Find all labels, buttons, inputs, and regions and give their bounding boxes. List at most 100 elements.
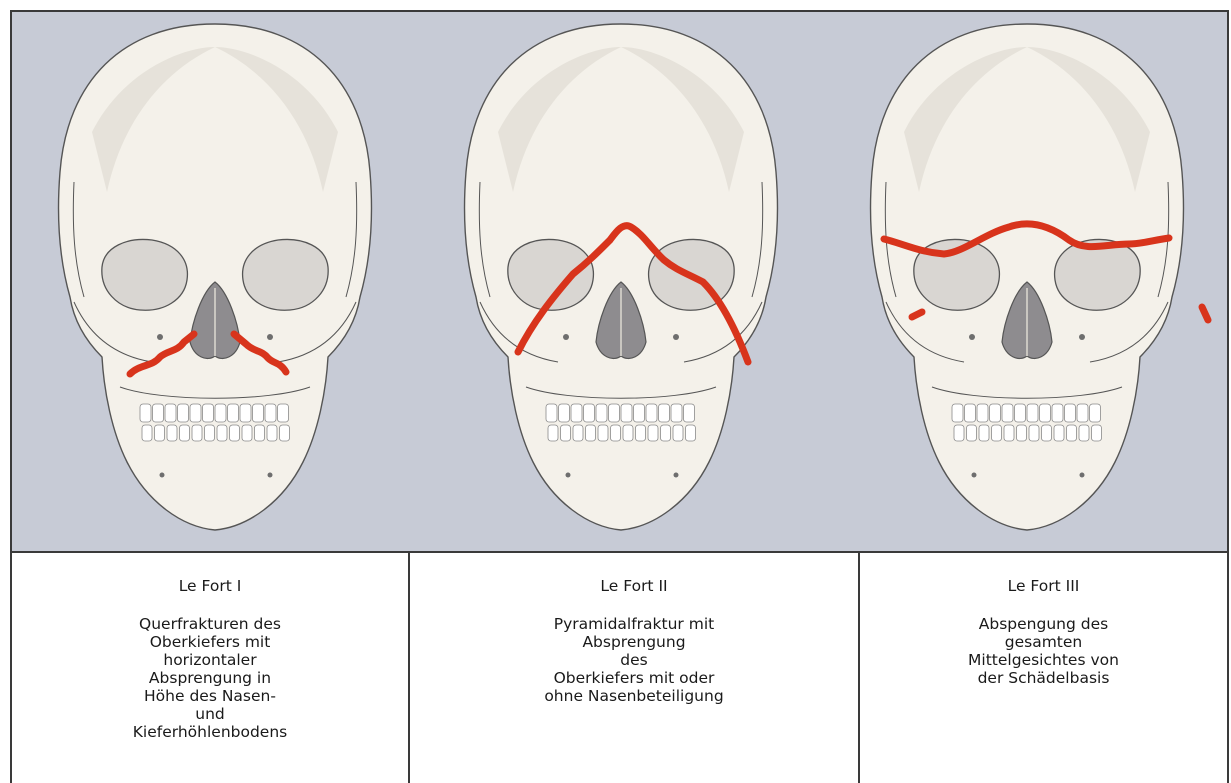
fracture-line-le-fort-3 [1202,307,1208,320]
orbit-right [243,239,329,310]
lower-tooth [561,425,571,441]
caption-line: ohne Nasenbeteiligung [410,687,858,705]
skull-le-fort-1 [12,12,418,553]
lower-tooth [1092,425,1102,441]
lower-tooth [192,425,202,441]
upper-tooth [140,404,151,422]
caption-line: gesamten [860,633,1227,651]
caption-row: Le Fort I Querfrakturen des Oberkiefers … [10,553,1229,783]
caption-line: Oberkiefers mit [12,633,408,651]
caption-line: Höhe des Nasen- [12,687,408,705]
lower-tooth [661,425,671,441]
caption-line: Mittelgesichtes von [860,651,1227,669]
upper-tooth [684,404,695,422]
skull-le-fort-3 [824,12,1229,553]
lower-tooth [636,425,646,441]
upper-tooth [178,404,189,422]
lower-tooth [586,425,596,441]
lower-tooth [548,425,558,441]
upper-tooth [1090,404,1101,422]
upper-tooth [1015,404,1026,422]
infraorbital-foramen [267,334,273,340]
caption-line: des [410,651,858,669]
infraorbital-foramen [673,334,679,340]
mental-foramen [674,473,679,478]
lower-tooth [180,425,190,441]
upper-tooth [634,404,645,422]
lower-tooth [1017,425,1027,441]
lower-tooth [255,425,265,441]
caption-line: Querfrakturen des [12,615,408,633]
lower-tooth [979,425,989,441]
caption-title: Le Fort II [410,577,858,595]
mental-foramen [268,473,273,478]
mental-foramen [1080,473,1085,478]
lower-tooth [1079,425,1089,441]
upper-tooth [559,404,570,422]
lower-tooth [167,425,177,441]
caption-le-fort-3: Le Fort III Abspengung des gesamten Mitt… [858,553,1227,783]
caption-line: Kieferhöhlenbodens [12,723,408,741]
lower-tooth [648,425,658,441]
caption-le-fort-2: Le Fort II Pyramidalfraktur mit Abspreng… [408,553,858,783]
upper-tooth [265,404,276,422]
lower-tooth [280,425,290,441]
upper-tooth [203,404,214,422]
orbit-right [1055,239,1141,310]
lower-tooth [142,425,152,441]
upper-tooth [190,404,201,422]
caption-le-fort-1: Le Fort I Querfrakturen des Oberkiefers … [12,553,408,783]
lower-tooth [217,425,227,441]
lower-tooth [1042,425,1052,441]
infraorbital-foramen [157,334,163,340]
mental-foramen [566,473,571,478]
upper-tooth [609,404,620,422]
upper-tooth [571,404,582,422]
skull-le-fort-2 [418,12,824,553]
upper-tooth [646,404,657,422]
caption-line: Abspengung des [860,615,1227,633]
mental-foramen [972,473,977,478]
upper-tooth [596,404,607,422]
upper-tooth [952,404,963,422]
upper-tooth [1077,404,1088,422]
caption-line: horizontaler [12,651,408,669]
orbit-left [102,239,188,310]
upper-tooth [965,404,976,422]
caption-line: Absprengung [410,633,858,651]
lower-tooth [954,425,964,441]
lower-tooth [673,425,683,441]
upper-tooth [1052,404,1063,422]
upper-tooth [153,404,164,422]
mental-foramen [160,473,165,478]
lower-tooth [992,425,1002,441]
lower-tooth [686,425,696,441]
upper-tooth [215,404,226,422]
upper-tooth [1065,404,1076,422]
upper-tooth [278,404,289,422]
fracture-line-le-fort-3 [912,312,922,317]
lower-tooth [1029,425,1039,441]
caption-description: Abspengung des gesamten Mittelgesichtes … [860,615,1227,687]
lower-tooth [1067,425,1077,441]
lower-tooth [205,425,215,441]
upper-tooth [1027,404,1038,422]
caption-line: Oberkiefers mit oder [410,669,858,687]
upper-tooth [977,404,988,422]
caption-title: Le Fort III [860,577,1227,595]
caption-line: und [12,705,408,723]
lower-tooth [267,425,277,441]
lower-tooth [1004,425,1014,441]
caption-line: Pyramidalfraktur mit [410,615,858,633]
upper-tooth [659,404,670,422]
lower-tooth [611,425,621,441]
lower-tooth [1054,425,1064,441]
infraorbital-foramen [1079,334,1085,340]
infraorbital-foramen [563,334,569,340]
upper-tooth [228,404,239,422]
skull-illustrations-panel [10,10,1229,553]
lower-tooth [967,425,977,441]
lower-tooth [230,425,240,441]
lower-tooth [598,425,608,441]
